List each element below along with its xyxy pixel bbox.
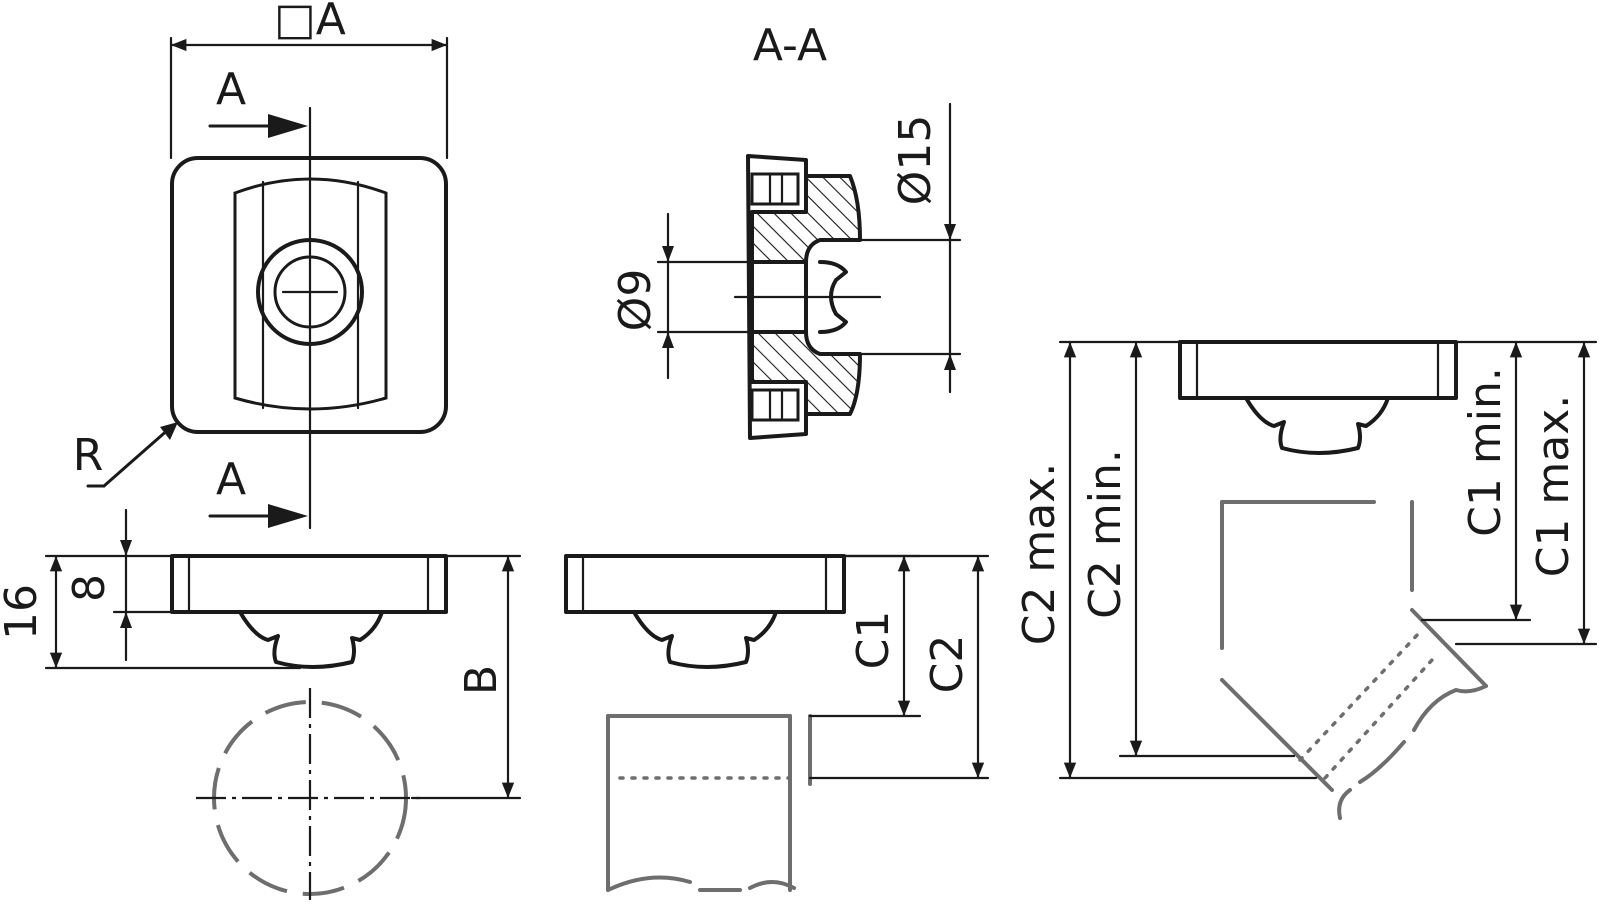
c2-min-label: C2 min. xyxy=(1080,449,1131,619)
section-hatch-lower xyxy=(750,330,862,416)
side-mid-boss xyxy=(632,610,778,669)
side-mid-flange xyxy=(564,554,846,614)
dimension-square-a-label: □A xyxy=(274,0,346,45)
dimension-8-label: 8 xyxy=(64,574,115,602)
section-marker-top: A xyxy=(216,64,246,115)
side-view-right: C1 min. C1 max. C2 min. C2 max. xyxy=(1014,340,1598,820)
section-flange xyxy=(746,154,808,440)
dimension-c1-label: C1 xyxy=(848,611,899,670)
section-view: A-A Ø9 Ø15 xyxy=(610,20,962,440)
nut-body xyxy=(233,177,388,411)
side-right-boss xyxy=(1244,396,1390,455)
top-view: □A A A R xyxy=(73,0,449,530)
c1-max-label: C1 max. xyxy=(1528,395,1579,578)
side-view-middle: C1 C2 xyxy=(564,554,990,892)
side-right-flange xyxy=(1178,340,1458,400)
diameter-9-label: Ø9 xyxy=(610,269,661,332)
side-view-left: 16 8 B xyxy=(0,508,522,900)
c2-max-label: C2 max. xyxy=(1014,463,1065,646)
c1-min-label: C1 min. xyxy=(1460,367,1511,537)
dimension-16-label: 16 xyxy=(0,584,47,640)
section-marker-bottom: A xyxy=(216,454,246,505)
section-hatch-upper xyxy=(750,174,862,264)
side-left-flange xyxy=(170,554,448,614)
dimension-b-label: B xyxy=(456,665,507,695)
section-pocket-top xyxy=(750,172,800,206)
radius-label: R xyxy=(73,430,104,481)
dimension-c2-label: C2 xyxy=(922,635,973,694)
section-pocket-bottom xyxy=(750,388,800,422)
side-left-boss xyxy=(238,610,384,669)
section-title: A-A xyxy=(753,20,827,71)
diameter-15-label: Ø15 xyxy=(890,115,941,206)
